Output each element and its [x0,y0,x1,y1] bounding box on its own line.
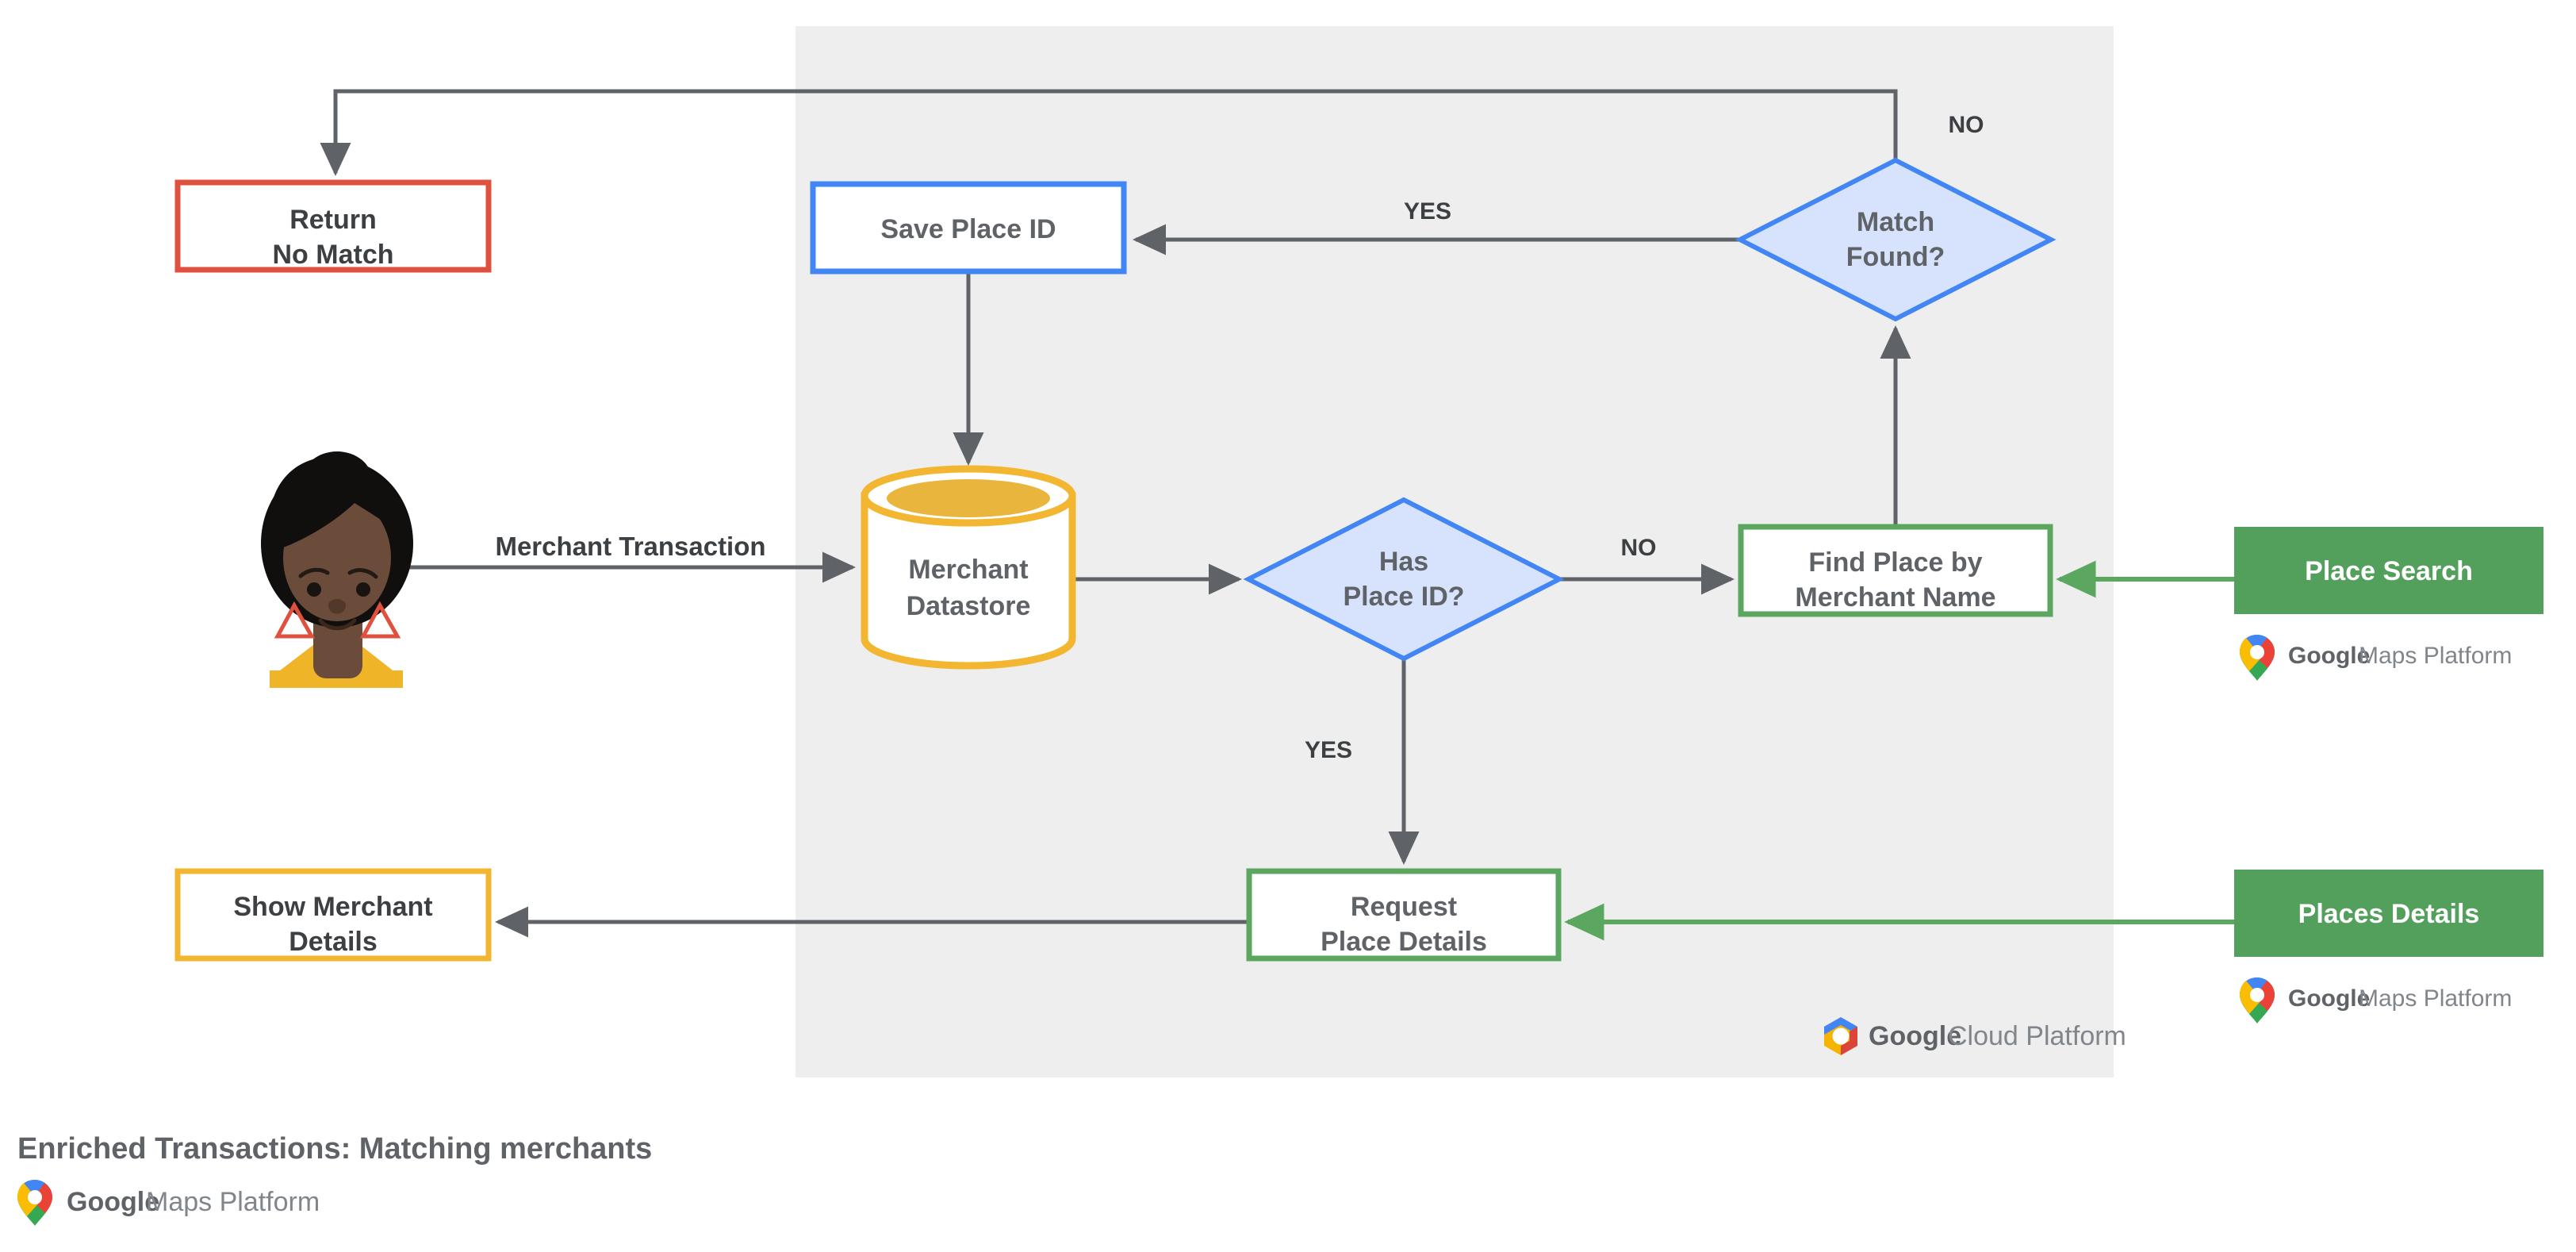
maps-watermark-caption-rest: Maps Platform [146,1187,320,1217]
maps-pin-icon [2240,635,2275,681]
node-places-details[interactable]: Places Details [2234,870,2543,957]
node-has-place-id[interactable]: Has Place ID? [1243,497,1565,662]
node-show-merchant-details-line2: Details [289,927,378,957]
maps-watermark-caption: Google Maps Platform [17,1180,320,1226]
node-request-place-details-line2: Place Details [1321,927,1487,957]
node-place-search-label: Place Search [2305,556,2473,586]
node-find-place-line2: Merchant Name [1795,582,1995,613]
caption-title: Enriched Transactions: Matching merchant… [17,1132,652,1166]
maps-pin-icon [2240,977,2275,1023]
gcp-watermark-rest: Cloud Platform [1948,1021,2126,1051]
maps-watermark-place-search-rest: Maps Platform [2359,643,2512,669]
gcp-hexagon-icon [1824,1017,1857,1055]
edge-label-no-match-found: NO [1949,112,1984,138]
edge-label-no-has-place-id: NO [1621,535,1657,561]
node-match-found-line2: Found? [1846,242,1945,272]
node-find-place-by-merchant-name[interactable]: Find Place by Merchant Name [1738,524,2053,617]
maps-watermark-places-details-rest: Maps Platform [2359,985,2512,1012]
node-request-place-details-line1: Request [1351,892,1457,922]
node-return-no-match[interactable]: Return No Match [174,179,492,273]
node-save-place-id[interactable]: Save Place ID [810,181,1127,275]
node-merchant-datastore-line1: Merchant [908,555,1028,585]
node-merchant-datastore-line2: Datastore [907,591,1031,621]
edge-label-merchant-transaction: Merchant Transaction [495,532,765,561]
maps-watermark-places-details-google: Google [2288,985,2370,1012]
node-match-found-line1: Match [1857,207,1934,237]
node-save-place-id-label: Save Place ID [880,214,1056,244]
node-match-found[interactable]: Match Found? [1735,157,2057,322]
maps-watermark-places-details: Google Maps Platform [2240,977,2512,1023]
node-request-place-details[interactable]: Request Place Details [1246,868,1562,962]
google-cloud-platform-watermark: Google Cloud Platform [1824,1017,2126,1055]
node-show-merchant-details-line1: Show Merchant [233,892,432,922]
maps-watermark-caption-google: Google [67,1187,159,1217]
node-find-place-line1: Find Place by [1808,547,1982,578]
node-place-search[interactable]: Place Search [2234,527,2543,614]
maps-watermark-place-search-google: Google [2288,643,2370,669]
gcp-watermark-google: Google [1869,1021,1961,1051]
node-return-no-match-line2: No Match [273,240,394,270]
edge-label-yes-match-found: YES [1404,198,1451,225]
maps-pin-icon [17,1180,52,1226]
maps-watermark-place-search: Google Maps Platform [2240,635,2512,681]
edge-no-match-to-return [320,89,1898,177]
node-has-place-id-line2: Place ID? [1343,582,1464,612]
node-merchant-datastore[interactable]: Merchant Datastore [861,465,1076,670]
edge-label-yes-has-place-id: YES [1305,737,1352,763]
node-show-merchant-details[interactable]: Show Merchant Details [174,868,492,962]
node-return-no-match-line1: Return [289,205,377,235]
customer-avatar [261,451,413,688]
node-has-place-id-line1: Has [1379,547,1428,577]
node-places-details-label: Places Details [2298,899,2480,929]
